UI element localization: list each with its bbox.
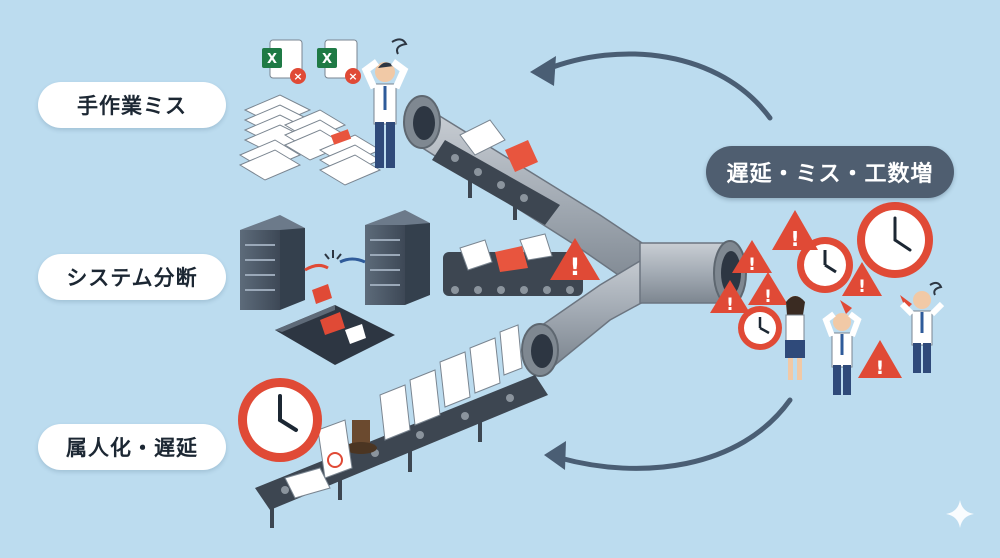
cycle-arrow-top: [530, 51, 773, 121]
svg-text:!: !: [876, 357, 885, 379]
excel-file-icon-2: X ×: [317, 39, 361, 84]
clock-icon-large: [857, 202, 933, 278]
svg-text:!: !: [726, 295, 734, 315]
svg-text:×: ×: [293, 70, 302, 83]
data-pit: [275, 284, 395, 365]
pipe-branch-bottom: [521, 253, 666, 377]
worker-icon-man-center: [822, 311, 862, 395]
server-rack-right: [365, 210, 430, 305]
label-outcome: 遅延・ミス・工数増: [706, 146, 954, 198]
label-dependency-delay: 属人化・遅延: [38, 424, 226, 470]
excel-letter: X: [322, 52, 332, 67]
sparkle-icon: [946, 500, 974, 528]
cycle-arrow-bottom: [544, 397, 793, 471]
warning-icons: ! ! ! ! ! !: [710, 210, 912, 379]
worker-icon-woman: [785, 296, 805, 380]
clock-icon-medium: [797, 237, 853, 293]
conveyor-top: [432, 140, 560, 225]
document-stacks-bottom: [379, 324, 523, 441]
label-system-silos: システム分断: [38, 254, 226, 300]
svg-text:×: ×: [348, 70, 357, 83]
stressed-worker-icon: [361, 38, 409, 168]
excel-file-icon-1: X ×: [262, 39, 306, 84]
paper-stacks: [238, 94, 382, 186]
document-on-conveyor: [459, 119, 538, 172]
svg-text:!: !: [790, 227, 799, 251]
broken-cable-icon: [304, 250, 366, 272]
conveyor-middle: [443, 233, 583, 296]
svg-text:!: !: [858, 277, 866, 297]
stamp-and-form: [284, 419, 377, 499]
svg-text:!: !: [748, 255, 756, 275]
error-mark-paper: [330, 129, 352, 145]
warning-sign-junction: !: [550, 238, 600, 281]
clock-icon-small: [738, 306, 782, 350]
clock-icon-bottom-left: [238, 378, 322, 462]
server-rack-left: [240, 215, 305, 310]
label-manual-errors: 手作業ミス: [38, 82, 226, 128]
excel-letter: X: [267, 52, 277, 67]
worker-icon-man-right: [899, 281, 945, 373]
svg-text:!: !: [764, 287, 772, 307]
svg-text:!: !: [570, 253, 581, 281]
